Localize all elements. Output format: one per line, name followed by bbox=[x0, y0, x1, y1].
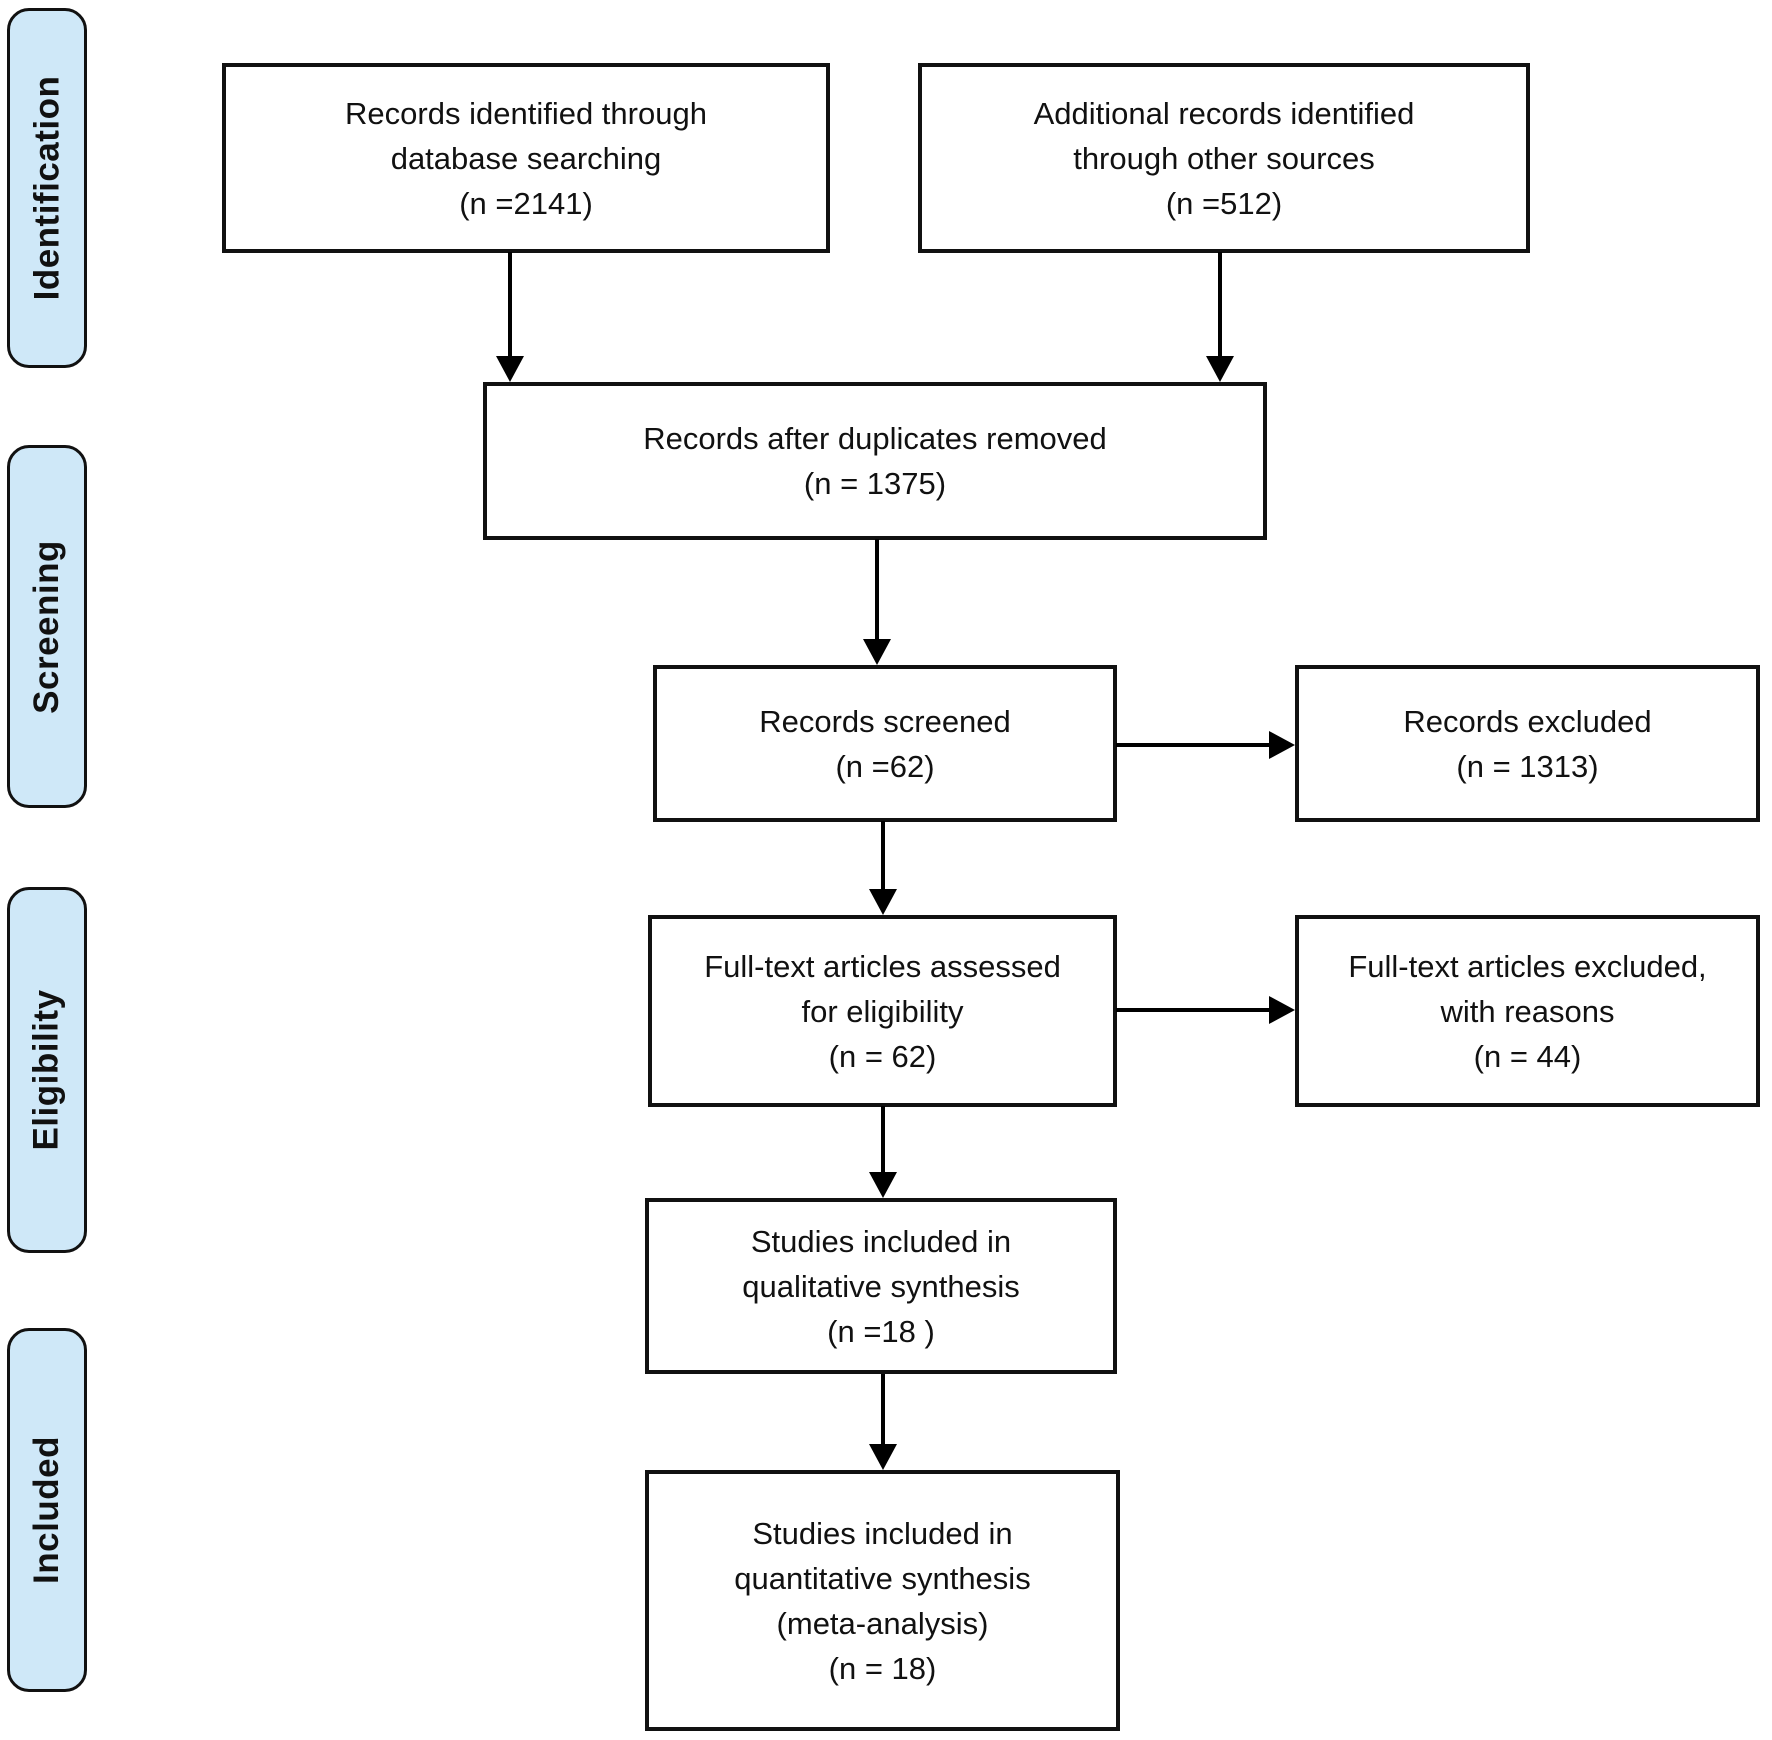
box-line: (n = 1375) bbox=[803, 466, 947, 501]
arrow-down-icon bbox=[496, 356, 524, 382]
arrow-down-icon bbox=[869, 1172, 897, 1198]
box-records-screened: Records screened (n =62) bbox=[653, 665, 1117, 822]
arrow-right-icon bbox=[1269, 996, 1295, 1024]
arrow-shaft bbox=[1218, 252, 1222, 360]
box-line: (n = 44) bbox=[1473, 1038, 1582, 1074]
box-line: (n =62) bbox=[835, 748, 935, 784]
box-line: Records screened bbox=[759, 703, 1011, 739]
box-line: (n =512) bbox=[1165, 185, 1283, 221]
arrow-shaft bbox=[508, 252, 512, 360]
arrow-shaft bbox=[881, 821, 885, 893]
arrow-fulltext-to-qualitative bbox=[869, 1106, 897, 1198]
box-line: Full-text articles assessed bbox=[704, 948, 1061, 984]
box-line: Records after duplicates removed bbox=[643, 421, 1107, 456]
box-quantitative-synthesis: Studies included in quantitative synthes… bbox=[645, 1470, 1120, 1731]
stage-identification-label: Identification bbox=[27, 75, 66, 301]
arrow-screened-to-excluded bbox=[1116, 731, 1295, 759]
box-fulltext-excluded: Full-text articles excluded, with reason… bbox=[1295, 915, 1760, 1107]
box-line: database searching bbox=[390, 140, 662, 176]
arrow-shaft bbox=[1116, 1008, 1273, 1012]
box-additional-records: Additional records identified through ot… bbox=[918, 63, 1530, 253]
stage-eligibility: Eligibility bbox=[7, 887, 87, 1253]
box-line: Studies included in bbox=[752, 1515, 1013, 1551]
box-line: for eligibility bbox=[801, 993, 964, 1029]
stage-screening: Screening bbox=[7, 445, 87, 808]
box-line: (n = 18) bbox=[828, 1650, 937, 1686]
arrow-shaft bbox=[1116, 743, 1273, 747]
stage-eligibility-label: Eligibility bbox=[27, 989, 67, 1151]
box-records-identified: Records identified through database sear… bbox=[222, 63, 830, 253]
box-qualitative-synthesis: Studies included in qualitative synthesi… bbox=[645, 1198, 1117, 1374]
box-line: through other sources bbox=[1073, 140, 1375, 176]
box-line: (n = 1313) bbox=[1456, 748, 1599, 784]
arrow-identified-to-duplicates bbox=[496, 252, 524, 382]
arrow-down-icon bbox=[863, 639, 891, 665]
box-line: Full-text articles excluded, bbox=[1348, 948, 1707, 984]
box-line: quantitative synthesis bbox=[734, 1560, 1031, 1596]
box-line: (meta-analysis) bbox=[776, 1605, 989, 1641]
arrow-shaft bbox=[875, 539, 879, 643]
arrow-shaft bbox=[881, 1374, 885, 1448]
stage-included-label: Included bbox=[27, 1436, 66, 1584]
arrow-qualitative-to-quantitative bbox=[869, 1374, 897, 1470]
box-line: Records identified through bbox=[345, 95, 707, 131]
arrow-shaft bbox=[881, 1106, 885, 1176]
arrow-duplicates-to-screened bbox=[863, 539, 891, 665]
arrow-down-icon bbox=[1206, 356, 1234, 382]
box-line: qualitative synthesis bbox=[742, 1268, 1020, 1304]
box-records-excluded: Records excluded (n = 1313) bbox=[1295, 665, 1760, 822]
box-fulltext-assessed: Full-text articles assessed for eligibil… bbox=[648, 915, 1117, 1107]
arrow-right-icon bbox=[1269, 731, 1295, 759]
stage-identification: Identification bbox=[7, 8, 87, 368]
box-line: (n =2141) bbox=[459, 185, 593, 221]
arrow-down-icon bbox=[869, 889, 897, 915]
box-line: with reasons bbox=[1440, 993, 1615, 1029]
box-line: (n =18 ) bbox=[827, 1313, 935, 1349]
arrow-screened-to-fulltext bbox=[869, 821, 897, 915]
stage-screening-label: Screening bbox=[27, 539, 67, 714]
arrow-additional-to-duplicates bbox=[1206, 252, 1234, 382]
box-line: Records excluded bbox=[1403, 703, 1652, 739]
stage-included: Included bbox=[7, 1328, 87, 1692]
arrow-down-icon bbox=[869, 1444, 897, 1470]
box-line: Studies included in bbox=[750, 1223, 1012, 1259]
box-duplicates-removed: Records after duplicates removed (n = 13… bbox=[483, 382, 1267, 540]
box-line: Additional records identified bbox=[1033, 95, 1415, 131]
box-line: (n = 62) bbox=[828, 1038, 937, 1074]
arrow-fulltext-to-excluded bbox=[1116, 996, 1295, 1024]
